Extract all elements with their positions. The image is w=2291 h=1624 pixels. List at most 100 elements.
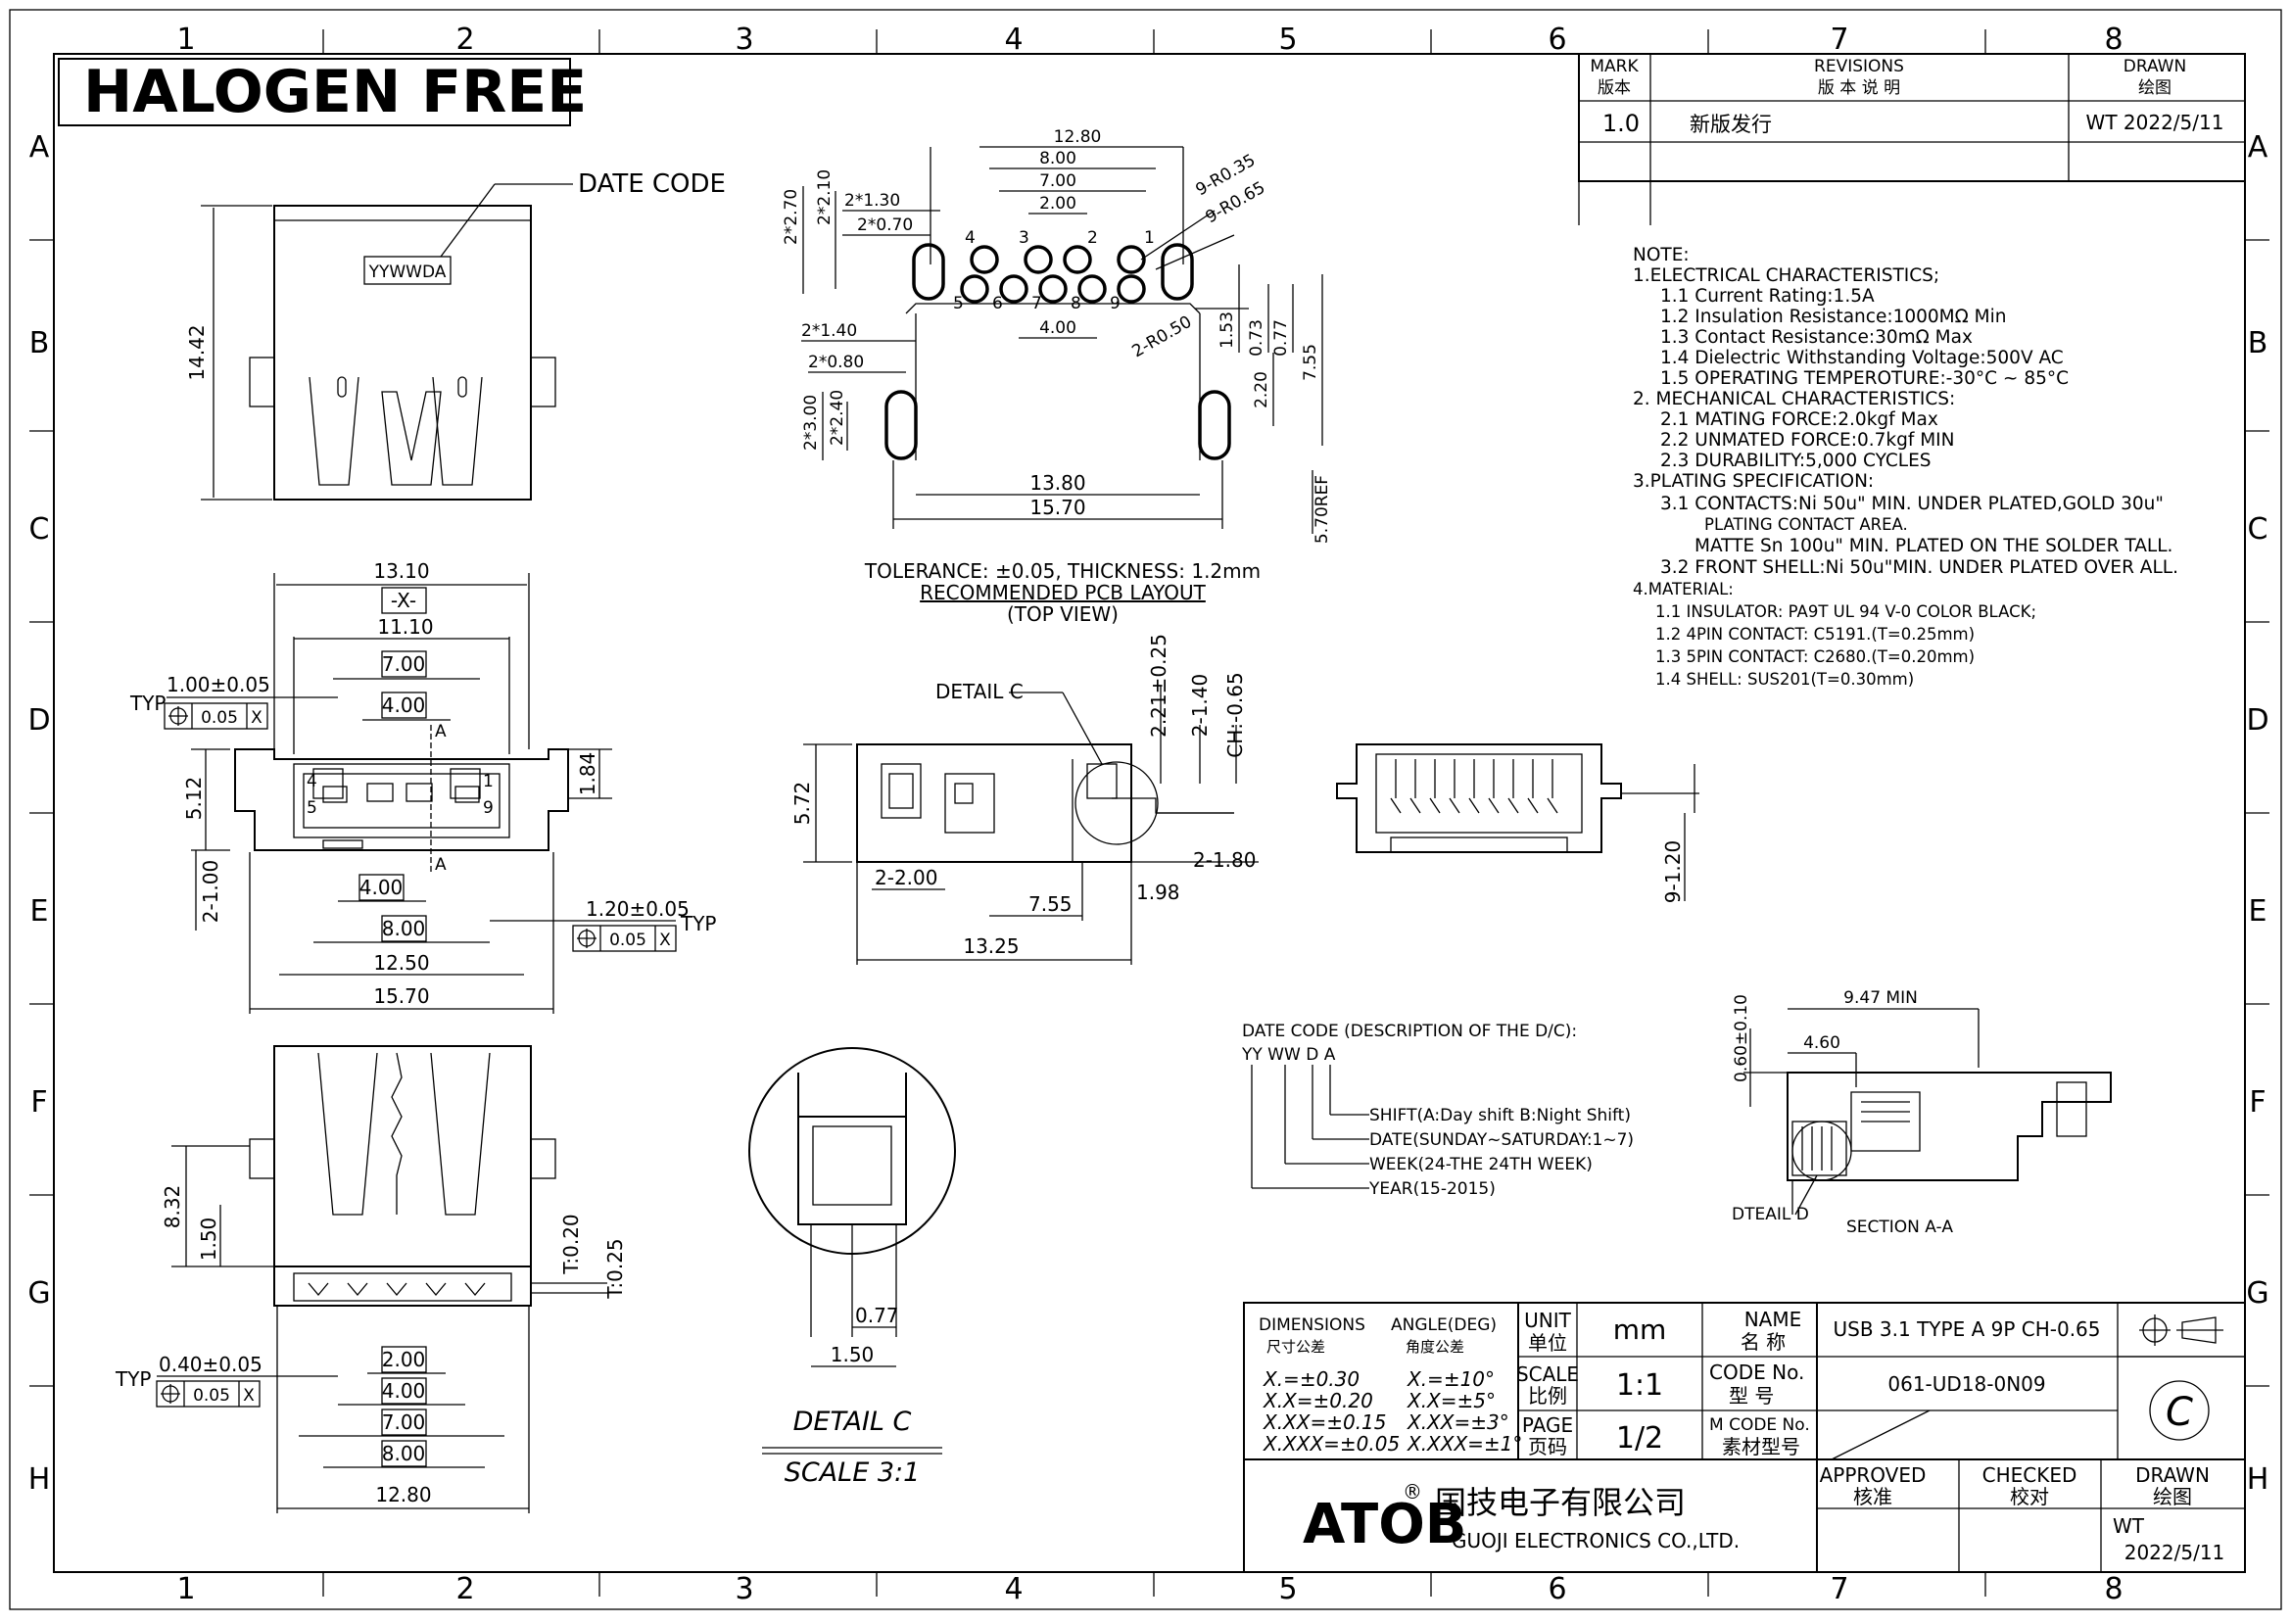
dim-700-top: 7.00 bbox=[382, 652, 426, 676]
note-line-0: NOTE: bbox=[1633, 245, 1690, 265]
note-line-17: 1.1 INSULATOR: PA9T UL 94 V-0 COLOR BLAC… bbox=[1655, 602, 2036, 621]
row-label-left-f: F bbox=[30, 1085, 47, 1120]
detail-c-scale: SCALE 3:1 bbox=[785, 1457, 921, 1488]
gtol-3: 0.05 bbox=[193, 1386, 230, 1406]
note-line-12: 3.1 CONTACTS:Ni 50u" MIN. UNDER PLATED,G… bbox=[1660, 494, 2164, 514]
row-label-right-c: C bbox=[2248, 512, 2268, 547]
pcb-dim-1570: 15.70 bbox=[1029, 496, 1085, 519]
pcb-dim-200: 2.00 bbox=[1039, 194, 1076, 214]
rev-header-cn: 版 本 说 明 bbox=[1818, 78, 1900, 98]
dim-1110: 11.10 bbox=[377, 615, 433, 639]
pcb-dim-153: 1.53 bbox=[1217, 311, 1237, 349]
tb-mcode: M CODE No. bbox=[1709, 1415, 1810, 1435]
tb-unit: UNIT bbox=[1524, 1309, 1571, 1332]
tb-mcode-cn: 素材型号 bbox=[1722, 1435, 1800, 1458]
pcb-2x070: 2*0.70 bbox=[857, 215, 913, 235]
bottom-view: 8.32 1.50 T:0.20 T:0.25 TYP 0.40±0.05 0.… bbox=[115, 1045, 627, 1513]
dim-1250: 12.50 bbox=[373, 951, 429, 975]
dim-184: 1.84 bbox=[576, 752, 599, 796]
tb-scale-val: 1:1 bbox=[1616, 1368, 1663, 1403]
col-label-bottom-2: 2 bbox=[455, 1572, 474, 1606]
row-label-left-h: H bbox=[28, 1462, 51, 1497]
rev-row-drawn: WT 2022/5/11 bbox=[2086, 111, 2224, 134]
note-line-16: 4.MATERIAL: bbox=[1633, 580, 1734, 598]
pcb-slot-bottom-left bbox=[884, 390, 918, 460]
tb-approved: APPROVED bbox=[1820, 1463, 1927, 1487]
dc-line-week: WEEK(24-THE 24TH WEEK) bbox=[1369, 1155, 1593, 1174]
side-dim-572: 5.72 bbox=[790, 782, 814, 826]
side-dim-2x200: 2-2.00 bbox=[875, 866, 937, 889]
tb-tol-lin-3: X.XXX=±0.05 bbox=[1263, 1432, 1400, 1456]
detail-c-view: 0.77 1.50 DETAIL C SCALE 3:1 bbox=[748, 1047, 956, 1488]
projection-symbol-icon bbox=[2139, 1314, 2223, 1346]
col-label-bottom-8: 8 bbox=[2104, 1572, 2123, 1606]
rev-mark-header-cn: 版本 bbox=[1598, 78, 1631, 98]
pcb-2x130: 2*1.30 bbox=[844, 191, 900, 211]
note-line-11: 3.PLATING SPECIFICATION: bbox=[1633, 471, 1874, 492]
tb-code-cn: 型 号 bbox=[1729, 1384, 1774, 1408]
pcb-2x210: 2*2.10 bbox=[815, 169, 835, 225]
rev-row-mark: 1.0 bbox=[1602, 110, 1640, 137]
col-label-top-8: 8 bbox=[2104, 23, 2123, 57]
notes-block: NOTE: 1.ELECTRICAL CHARACTERISTICS; 1.1 … bbox=[1633, 245, 2178, 689]
pin-5-label: 5 bbox=[307, 798, 317, 818]
tb-drawn-by: WT bbox=[2113, 1514, 2145, 1538]
col-label-bottom-4: 4 bbox=[1004, 1572, 1023, 1606]
row-label-right-h: H bbox=[2247, 1462, 2269, 1497]
side-detail-c: DETAIL C bbox=[935, 680, 1024, 703]
dim-2x100: 2-1.00 bbox=[199, 860, 222, 923]
pcb-slot-top-left bbox=[912, 243, 945, 301]
company-name-cn: 国技电子有限公司 bbox=[1435, 1484, 1686, 1521]
pcb-tolerance: TOLERANCE: ±0.05, THICKNESS: 1.2mm bbox=[864, 559, 1261, 583]
dim-832: 8.32 bbox=[161, 1185, 184, 1229]
date-code-box bbox=[363, 256, 452, 285]
pcb-pad-7 bbox=[1038, 274, 1068, 304]
pcb-dim-800: 8.00 bbox=[1039, 149, 1076, 168]
row-label-right-g: G bbox=[2246, 1276, 2268, 1311]
side-dim-221: 2.21±0.25 bbox=[1147, 634, 1170, 738]
pcb-2x240: 2*2.40 bbox=[828, 390, 847, 446]
dim-t020: T:0.20 bbox=[559, 1214, 583, 1274]
pin-4-label: 4 bbox=[307, 772, 317, 791]
rear-view: 9-1.20 bbox=[1336, 743, 1699, 903]
dim-512: 5.12 bbox=[182, 777, 206, 821]
col-label-bottom-3: 3 bbox=[735, 1572, 753, 1606]
typ-label-2: TYP bbox=[680, 912, 717, 935]
tb-checked: CHECKED bbox=[1982, 1463, 2077, 1487]
dim-100: 1.00±0.05 bbox=[167, 673, 270, 696]
note-line-6: 1.5 OPERATING TEMPEROTURE:-30°C ~ 85°C bbox=[1660, 368, 2069, 389]
pcb-r050: 2-R0.50 bbox=[1129, 312, 1196, 362]
row-label-right-b: B bbox=[2248, 326, 2268, 360]
top-view: YYWWDA DATE CODE 14.42 bbox=[185, 169, 726, 501]
rev-drawn-header: DRAWN bbox=[2124, 57, 2186, 76]
dim-120: 1.20±0.05 bbox=[586, 897, 690, 921]
col-label-bottom-1: 1 bbox=[176, 1572, 195, 1606]
dc-line-date: DATE(SUNDAY~SATURDAY:1~7) bbox=[1369, 1130, 1634, 1150]
tb-name-cn: 名 称 bbox=[1741, 1330, 1786, 1354]
note-line-14: MATTE Sn 100u" MIN. PLATED ON THE SOLDER… bbox=[1694, 536, 2172, 556]
tb-rev-letter: C bbox=[2166, 1390, 2193, 1435]
side-dim-1325: 13.25 bbox=[963, 934, 1019, 958]
sec-dim-060: 0.60±0.10 bbox=[1732, 994, 1751, 1082]
dim-1280-bv: 12.80 bbox=[375, 1483, 431, 1506]
note-line-13: PLATING CONTACT AREA. bbox=[1704, 515, 1908, 534]
tb-page: PAGE bbox=[1522, 1413, 1573, 1437]
tb-approved-cn: 核准 bbox=[1853, 1485, 1892, 1508]
rev-row-desc: 新版发行 bbox=[1690, 113, 1772, 136]
datum-x: -X- bbox=[391, 589, 416, 612]
pin-1-label: 1 bbox=[483, 772, 494, 791]
row-label-left-d: D bbox=[27, 703, 50, 738]
tb-tol-ang-1: X.X=±5° bbox=[1407, 1389, 1496, 1412]
dc-title: DATE CODE (DESCRIPTION OF THE D/C): bbox=[1242, 1022, 1577, 1041]
dim-200-bottom: 2.00 bbox=[382, 1348, 426, 1371]
pcb-pad-6 bbox=[999, 274, 1028, 304]
pcb-title: RECOMMENDED PCB LAYOUT bbox=[920, 581, 1206, 604]
row-label-right-a: A bbox=[2248, 130, 2268, 165]
rev-drawn-header-cn: 绘图 bbox=[2138, 78, 2172, 98]
tb-drawn-cn: 绘图 bbox=[2153, 1485, 2192, 1508]
note-line-15: 3.2 FRONT SHELL:Ni 50u"MIN. UNDER PLATED… bbox=[1660, 557, 2178, 578]
dim-1442: 14.42 bbox=[185, 324, 209, 380]
pcb-pad-4 bbox=[970, 245, 999, 274]
section-a-top: A bbox=[435, 722, 447, 741]
row-label-right-e: E bbox=[2249, 894, 2267, 929]
